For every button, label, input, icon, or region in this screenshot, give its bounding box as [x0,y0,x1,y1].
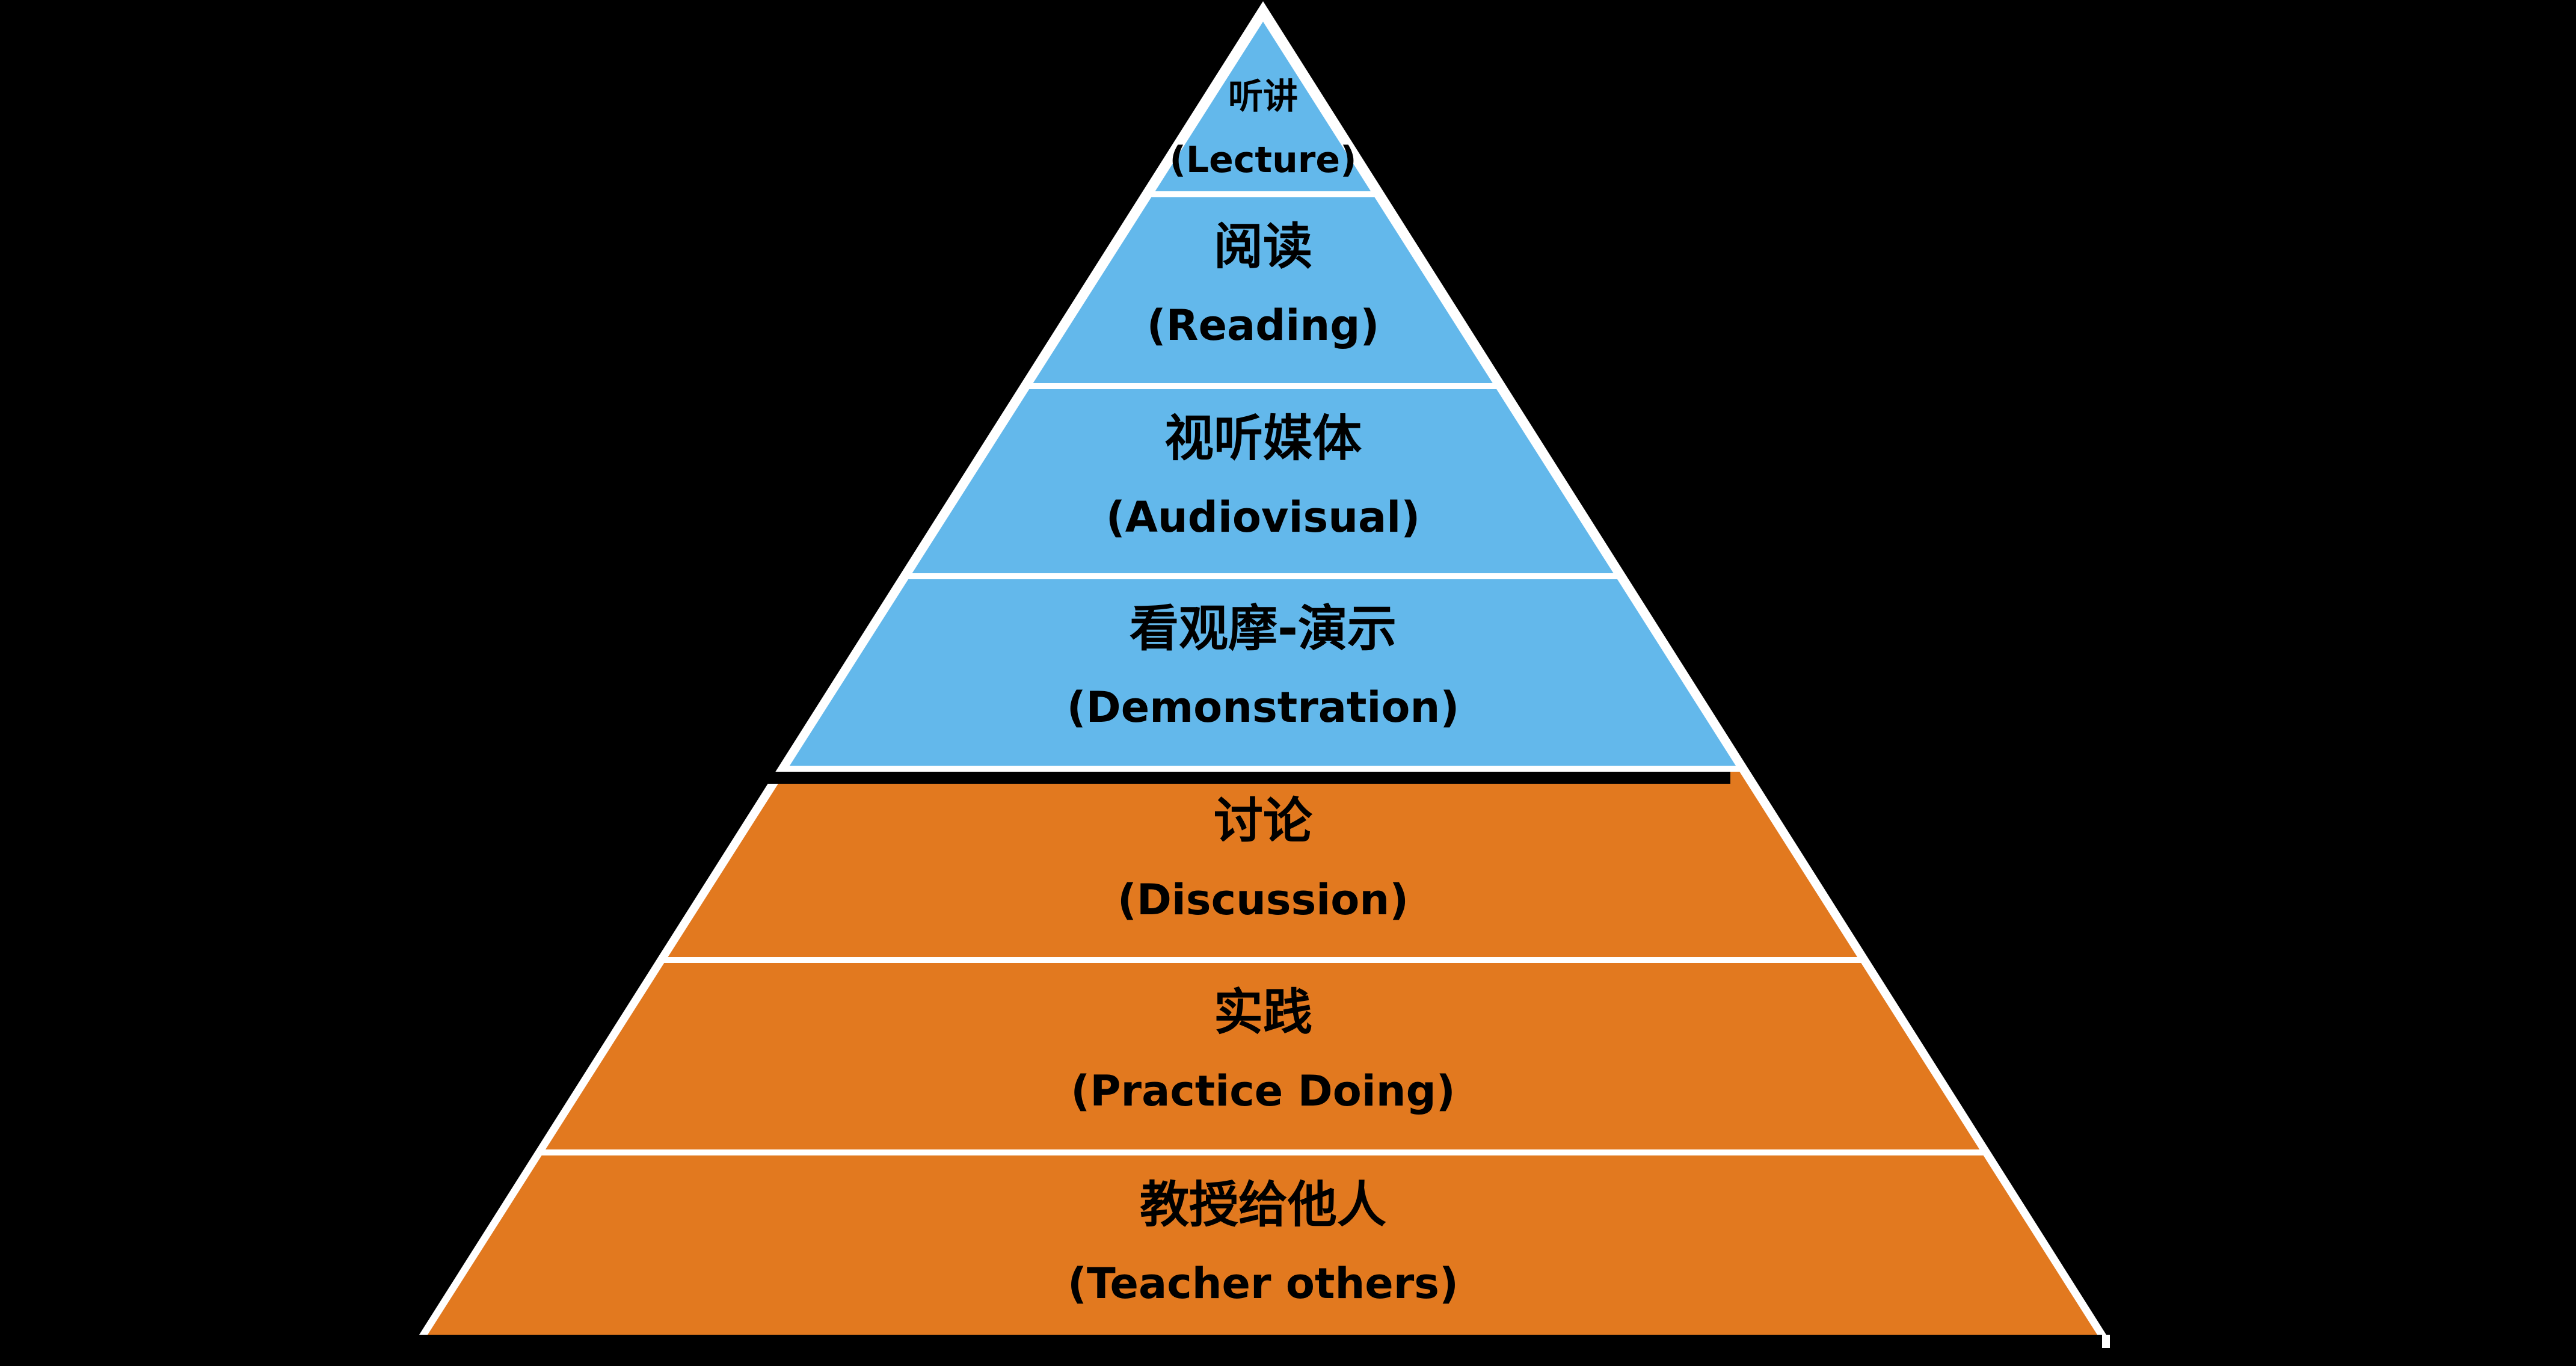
border-artifact [2102,1335,2110,1348]
level-audiovisual-label-zh: 视听媒体 [1164,410,1362,467]
level-lecture-label-zh: 听讲 [1228,76,1298,117]
level-practice-doing-label-zh: 实践 [1213,984,1312,1041]
level-demonstration-label-zh: 看观摩-演示 [1129,600,1397,657]
level-teacher-others-label-zh: 教授给他人 [1139,1177,1386,1234]
level-discussion-label-zh: 讨论 [1213,793,1312,850]
level-demonstration-label-en: (Demonstration) [1066,683,1460,732]
level-reading-label-en: (Reading) [1146,301,1380,350]
level-teacher-others-label-en: (Teacher others) [1068,1259,1459,1308]
level-lecture-label-en: (Lecture) [1169,139,1357,181]
level-practice-doing-label-en: (Practice Doing) [1071,1066,1456,1116]
pyramid-levels [428,22,2097,1335]
level-audiovisual-label-en: (Audiovisual) [1105,493,1421,542]
level-reading-label-zh: 阅读 [1213,218,1312,275]
level-discussion-label-en: (Discussion) [1117,875,1409,925]
passive-active-divider-bar [722,772,1730,784]
